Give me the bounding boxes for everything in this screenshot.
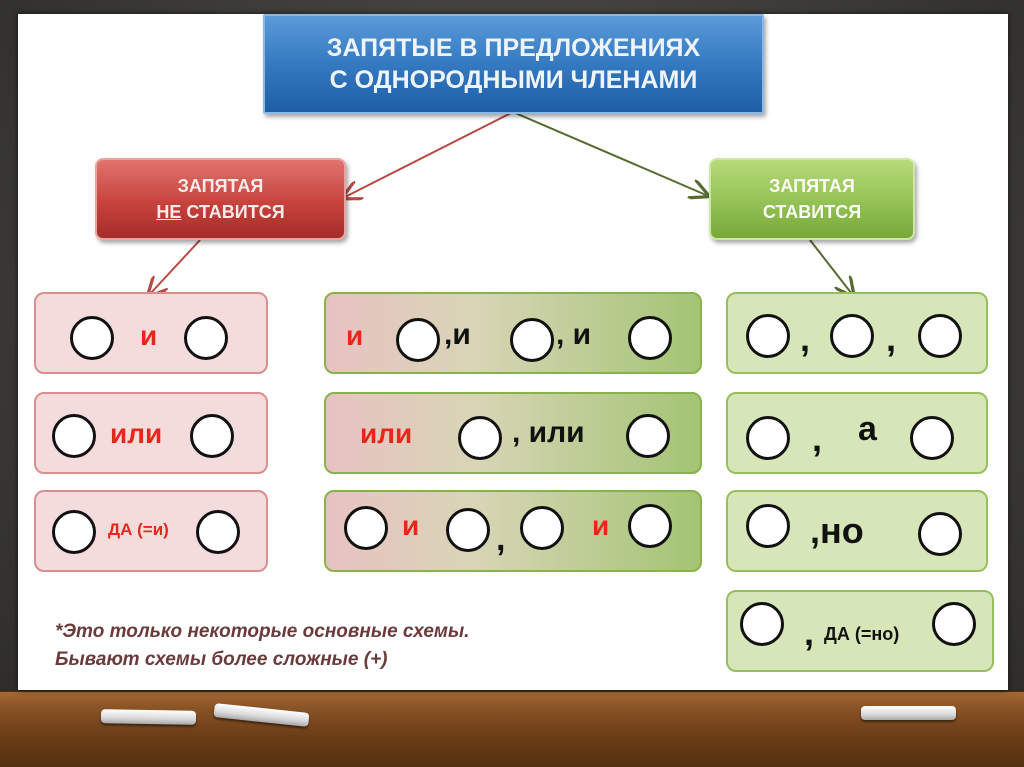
arrow-to-right-head — [512, 111, 706, 195]
comma-header: ЗАПЯТАЯ СТАВИТСЯ — [709, 158, 915, 240]
conjunction-i: и — [346, 320, 364, 351]
member-circle — [510, 318, 554, 362]
no-comma-header-rest: СТАВИТСЯ — [181, 202, 285, 222]
member-circle — [626, 414, 670, 458]
conjunction-ili: или — [360, 418, 413, 449]
arrow-to-left-column — [150, 239, 201, 294]
member-circle — [628, 316, 672, 360]
member-circle — [746, 416, 790, 460]
member-circle — [446, 508, 490, 552]
member-circle — [830, 314, 874, 358]
member-circle — [910, 416, 954, 460]
conjunction-i: и — [592, 510, 610, 541]
no-comma-header-line-1: ЗАПЯТАЯ — [177, 176, 264, 196]
comma-header-line-1: ЗАПЯТАЯ — [769, 176, 855, 196]
arrow-to-right-column — [809, 239, 852, 294]
member-circle — [746, 314, 790, 358]
conjunction-i: и — [140, 320, 158, 351]
member-circle — [196, 510, 240, 554]
arrow-to-left-head — [345, 111, 514, 197]
conjunction-i: и — [402, 510, 420, 541]
member-circle — [746, 504, 790, 548]
member-circle — [918, 314, 962, 358]
no-comma-header: ЗАПЯТАЯ НЕ СТАВИТСЯ — [95, 158, 346, 240]
member-circle — [918, 512, 962, 556]
comma: , — [800, 318, 811, 359]
member-circle — [184, 316, 228, 360]
conjunction-a: а — [858, 410, 877, 448]
comma-i: ,и — [444, 318, 471, 351]
footnote-line-2: Бывают схемы более сложные (+) — [55, 649, 388, 670]
member-circle — [52, 510, 96, 554]
footnote: *Это только некоторые основные схемы. Бы… — [55, 618, 469, 674]
member-circle — [70, 316, 114, 360]
comma-header-line-2: СТАВИТСЯ — [762, 202, 862, 222]
comma-ili: , или — [512, 416, 585, 449]
member-circle — [396, 318, 440, 362]
footnote-line-1: *Это только некоторые основные схемы. — [55, 621, 470, 642]
not-word: НЕ — [156, 202, 182, 222]
chalk-ledge — [0, 692, 1024, 767]
page-title: ЗАПЯТЫЕ В ПРЕДЛОЖЕНИЯХ С ОДНОРОДНЫМИ ЧЛЕ… — [263, 14, 764, 114]
member-circle — [740, 602, 784, 646]
member-circle — [628, 504, 672, 548]
member-circle — [190, 414, 234, 458]
member-circle — [344, 506, 388, 550]
conjunction-da-i: ДА (=и) — [108, 520, 169, 539]
comma-no: ,но — [810, 510, 864, 551]
conjunction-da-no: ДА (=но) — [824, 624, 900, 644]
comma: , — [804, 612, 815, 653]
member-circle — [52, 414, 96, 458]
title-line-2: С ОДНОРОДНЫМИ ЧЛЕНАМИ — [329, 66, 698, 94]
member-circle — [520, 506, 564, 550]
comma: , — [812, 418, 823, 459]
title-line-1: ЗАПЯТЫЕ В ПРЕДЛОЖЕНИЯХ — [326, 34, 701, 62]
member-circle — [458, 416, 502, 460]
comma: , — [886, 318, 897, 359]
comma: , — [496, 520, 506, 558]
comma-i: , и — [556, 318, 592, 351]
chalk-stick — [861, 706, 956, 720]
conjunction-ili: или — [110, 418, 163, 449]
member-circle — [932, 602, 976, 646]
